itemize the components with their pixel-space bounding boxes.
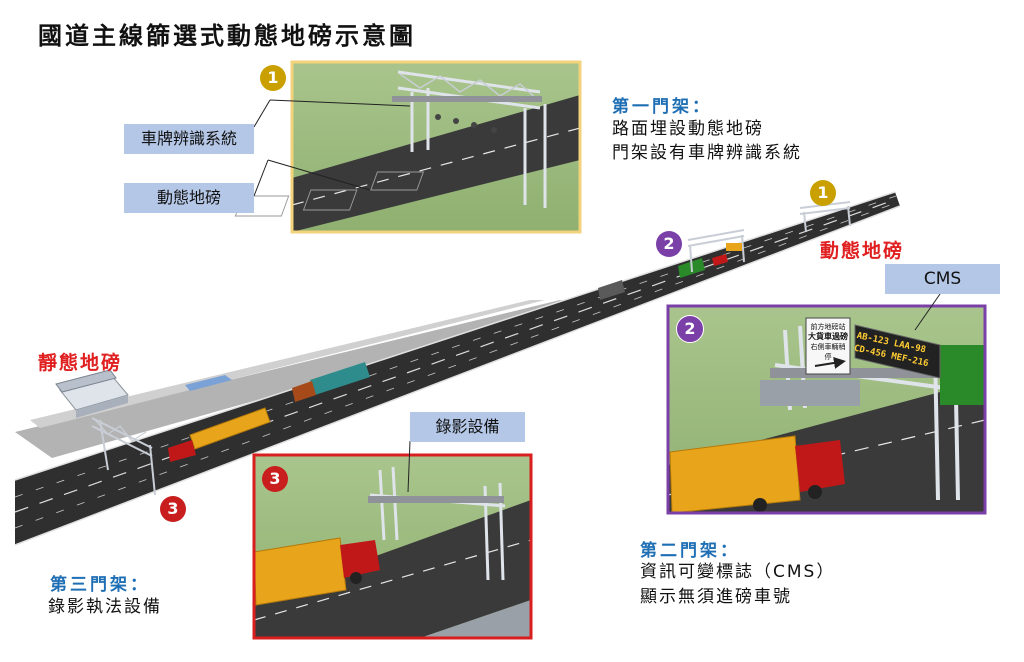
static-sign-text: 前方地磅站 大貨車過磅 右側車輛稍停 <box>808 322 848 362</box>
plate-recognition-tag: 車牌辨識系統 <box>124 124 254 154</box>
dynamic-scale-label: 動態地磅 <box>820 240 905 262</box>
inset-2-view <box>666 304 987 515</box>
gantry1-heading: 第一門架： <box>612 97 712 117</box>
leader-lines <box>253 99 941 493</box>
diagram-title: 國道主線篩選式動態地磅示意圖 <box>38 22 416 50</box>
inset-1-view <box>234 60 582 234</box>
gantry3-line1: 錄影執法設備 <box>48 597 162 617</box>
cms-sign <box>854 324 941 379</box>
gantry-2-main <box>687 229 745 273</box>
marker-3-road: 3 <box>160 496 186 522</box>
cms-tag: CMS <box>885 264 1000 294</box>
static-scale-label: 靜態地磅 <box>38 352 123 374</box>
dynamic-scale-tag: 動態地磅 <box>124 183 254 213</box>
main-highway <box>14 191 901 546</box>
gantry2-line2: 顯示無須進磅車號 <box>640 587 792 607</box>
gantry-3-main <box>91 417 156 496</box>
static-road-sign <box>805 317 851 375</box>
gantry2-line1: 資訊可變標誌（CMS） <box>640 562 836 582</box>
gantry1-line1: 路面埋設動態地磅 <box>612 119 764 139</box>
marker-2-road: 2 <box>656 231 682 257</box>
static-sign-line3: 右側車輛稍停 <box>810 343 846 361</box>
video-equipment-tag: 錄影設備 <box>410 412 525 442</box>
marker-2-inset: 2 <box>676 315 704 343</box>
inset-3-view <box>252 453 533 640</box>
marker-1-road: 1 <box>810 180 836 206</box>
gantry2-heading: 第二門架： <box>640 541 740 561</box>
static-sign-line1: 前方地磅站 <box>810 323 846 331</box>
gantry3-heading: 第三門架： <box>50 575 150 595</box>
marker-3-inset: 3 <box>262 466 288 492</box>
static-sign-line2: 大貨車過磅 <box>808 332 848 341</box>
static-scale-station <box>55 369 232 418</box>
marker-1-inset: 1 <box>260 65 286 91</box>
gantry1-line2: 門架設有車牌辨識系統 <box>612 143 802 163</box>
